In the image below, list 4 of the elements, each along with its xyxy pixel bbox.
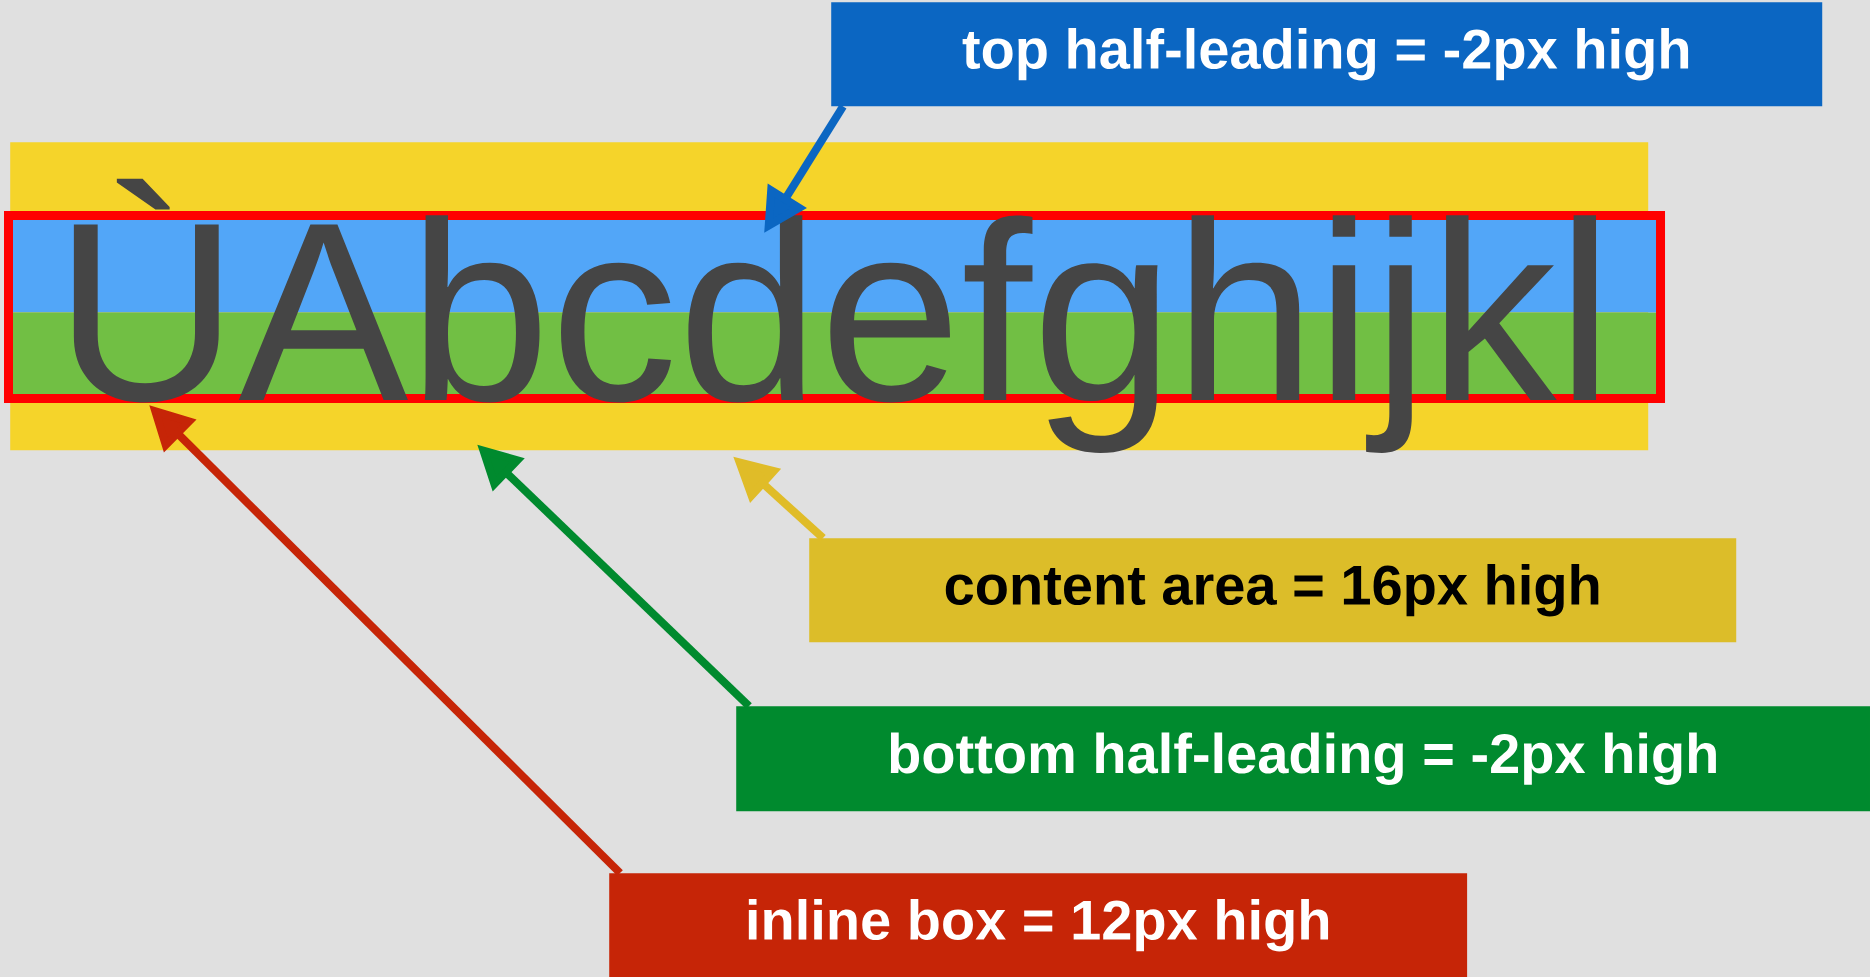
label-box: inline box = 12px high xyxy=(609,873,1468,977)
label-box: bottom half-leading = -2px high xyxy=(736,706,1870,812)
label-box: top half-leading = -2px high xyxy=(831,2,1823,107)
label-box: content area = 16px high xyxy=(809,538,1737,643)
